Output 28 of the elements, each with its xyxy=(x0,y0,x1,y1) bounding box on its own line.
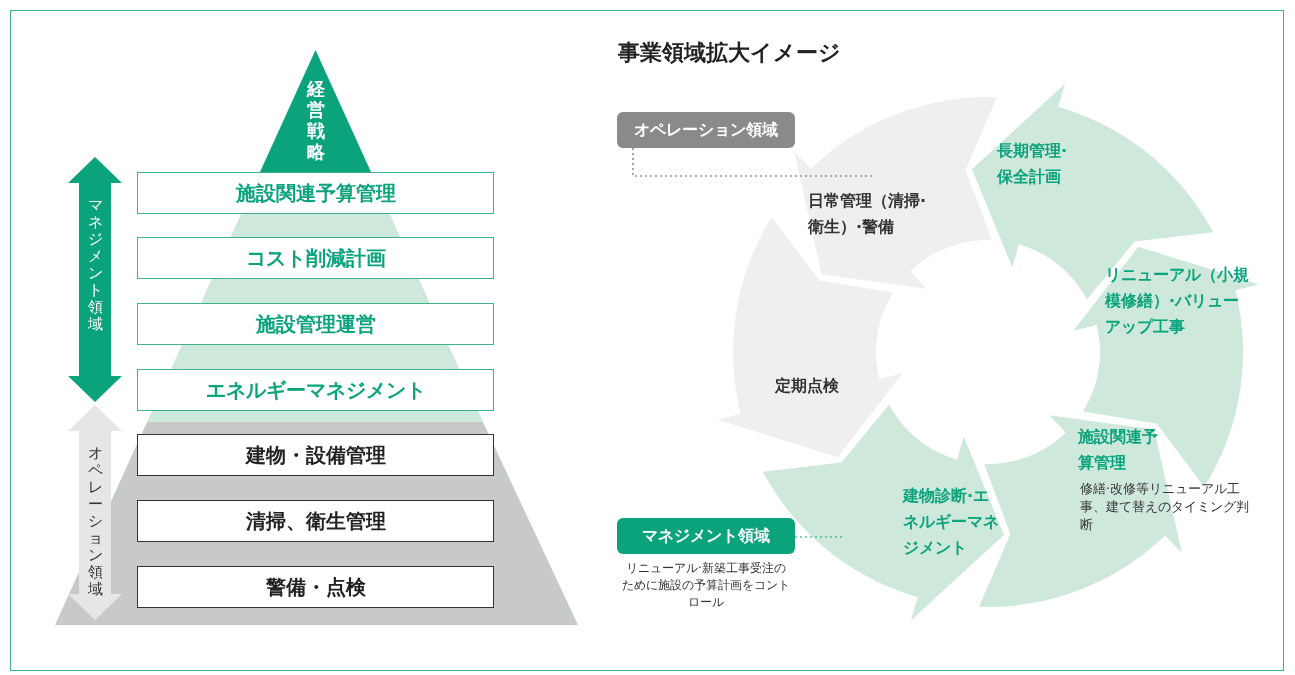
domain-range-marker xyxy=(68,157,122,402)
diagram-title: 事業領域拡大イメージ xyxy=(618,39,841,67)
caption-text: リニューアル·新築工事受注のために施設の予算計画をコントロール xyxy=(621,560,791,611)
layer-box: 警備・点検 xyxy=(137,566,494,608)
segment-label: 施設関連予算管理 xyxy=(1078,426,1159,474)
layer-box: 施設管理運営 xyxy=(137,303,494,345)
segment-note: 修繕·改修等リニューアル工事、建て替えのタイミング判断 xyxy=(1080,480,1250,534)
layer-box: コスト削減計画 xyxy=(137,237,494,279)
domain-tag: マネジメント領域 xyxy=(617,518,795,554)
layer-box: 清掃、衛生管理 xyxy=(137,500,494,542)
layer-box: 建物・設備管理 xyxy=(137,434,494,476)
segment-label: 定期点検 xyxy=(775,375,840,397)
cycle-arrow-segment xyxy=(717,216,903,458)
leader-line xyxy=(632,147,875,177)
layer-box: エネルギーマネジメント xyxy=(137,369,494,411)
cycle-arrow-segment xyxy=(794,97,997,289)
domain-tag: オペレーション領域 xyxy=(617,112,795,148)
domain-label: オペレーション領域 xyxy=(87,445,103,598)
segment-label: 建物診断·エネルギーマネジメント xyxy=(903,485,1000,559)
layer-box: 施設関連予算管理 xyxy=(137,172,494,214)
domain-label: マネジメント領域 xyxy=(87,197,103,333)
segment-label: 長期管理·保全計画 xyxy=(997,140,1069,188)
segment-label: 日常管理（清掃·衛生）·警備 xyxy=(808,190,928,238)
apex-triangle xyxy=(260,50,371,172)
domain-range-marker xyxy=(68,405,122,620)
leader-line xyxy=(794,536,843,538)
apex-label: 経営戦略 xyxy=(305,78,326,162)
segment-label: リニューアル（小規模修繕）·バリューアップ工事 xyxy=(1105,264,1250,338)
